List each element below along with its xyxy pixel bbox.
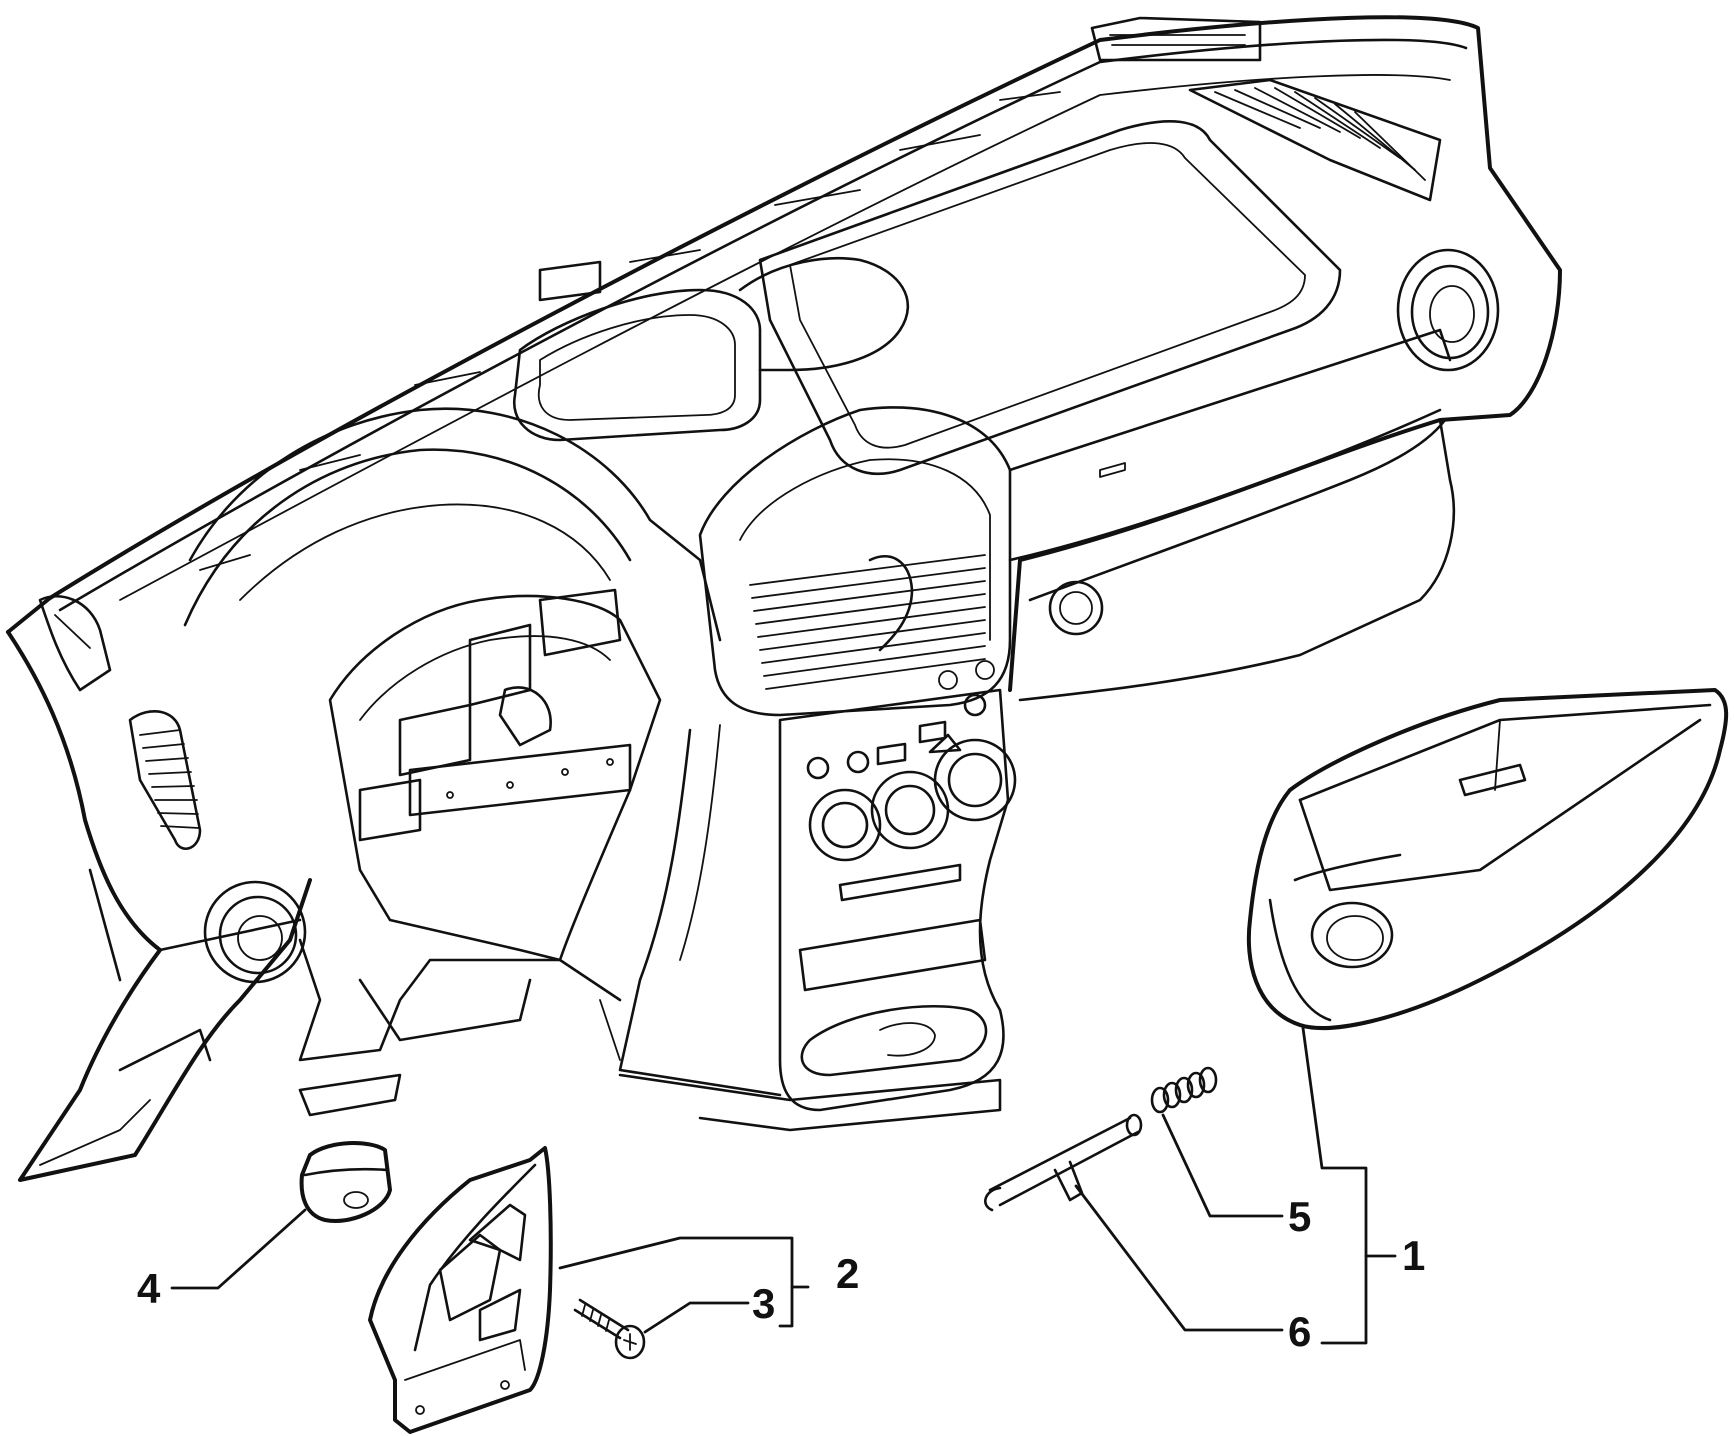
dashboard-assembly <box>6 15 1562 1182</box>
callouts: 1 2 3 4 5 6 <box>137 1193 1425 1355</box>
callout-2: 2 <box>836 1250 859 1297</box>
clip <box>299 1141 392 1223</box>
lower-side-panel <box>368 1146 553 1434</box>
callout-6: 6 <box>1288 1308 1311 1355</box>
callout-3: 3 <box>752 1280 775 1327</box>
latch-pin <box>984 1113 1143 1212</box>
callout-1: 1 <box>1402 1232 1425 1279</box>
glove-box <box>1246 688 1729 1030</box>
screw <box>573 1298 646 1360</box>
leader-lines <box>170 1026 1397 1345</box>
spring <box>1150 1066 1218 1114</box>
callout-4: 4 <box>137 1265 161 1312</box>
callout-5: 5 <box>1288 1193 1311 1240</box>
